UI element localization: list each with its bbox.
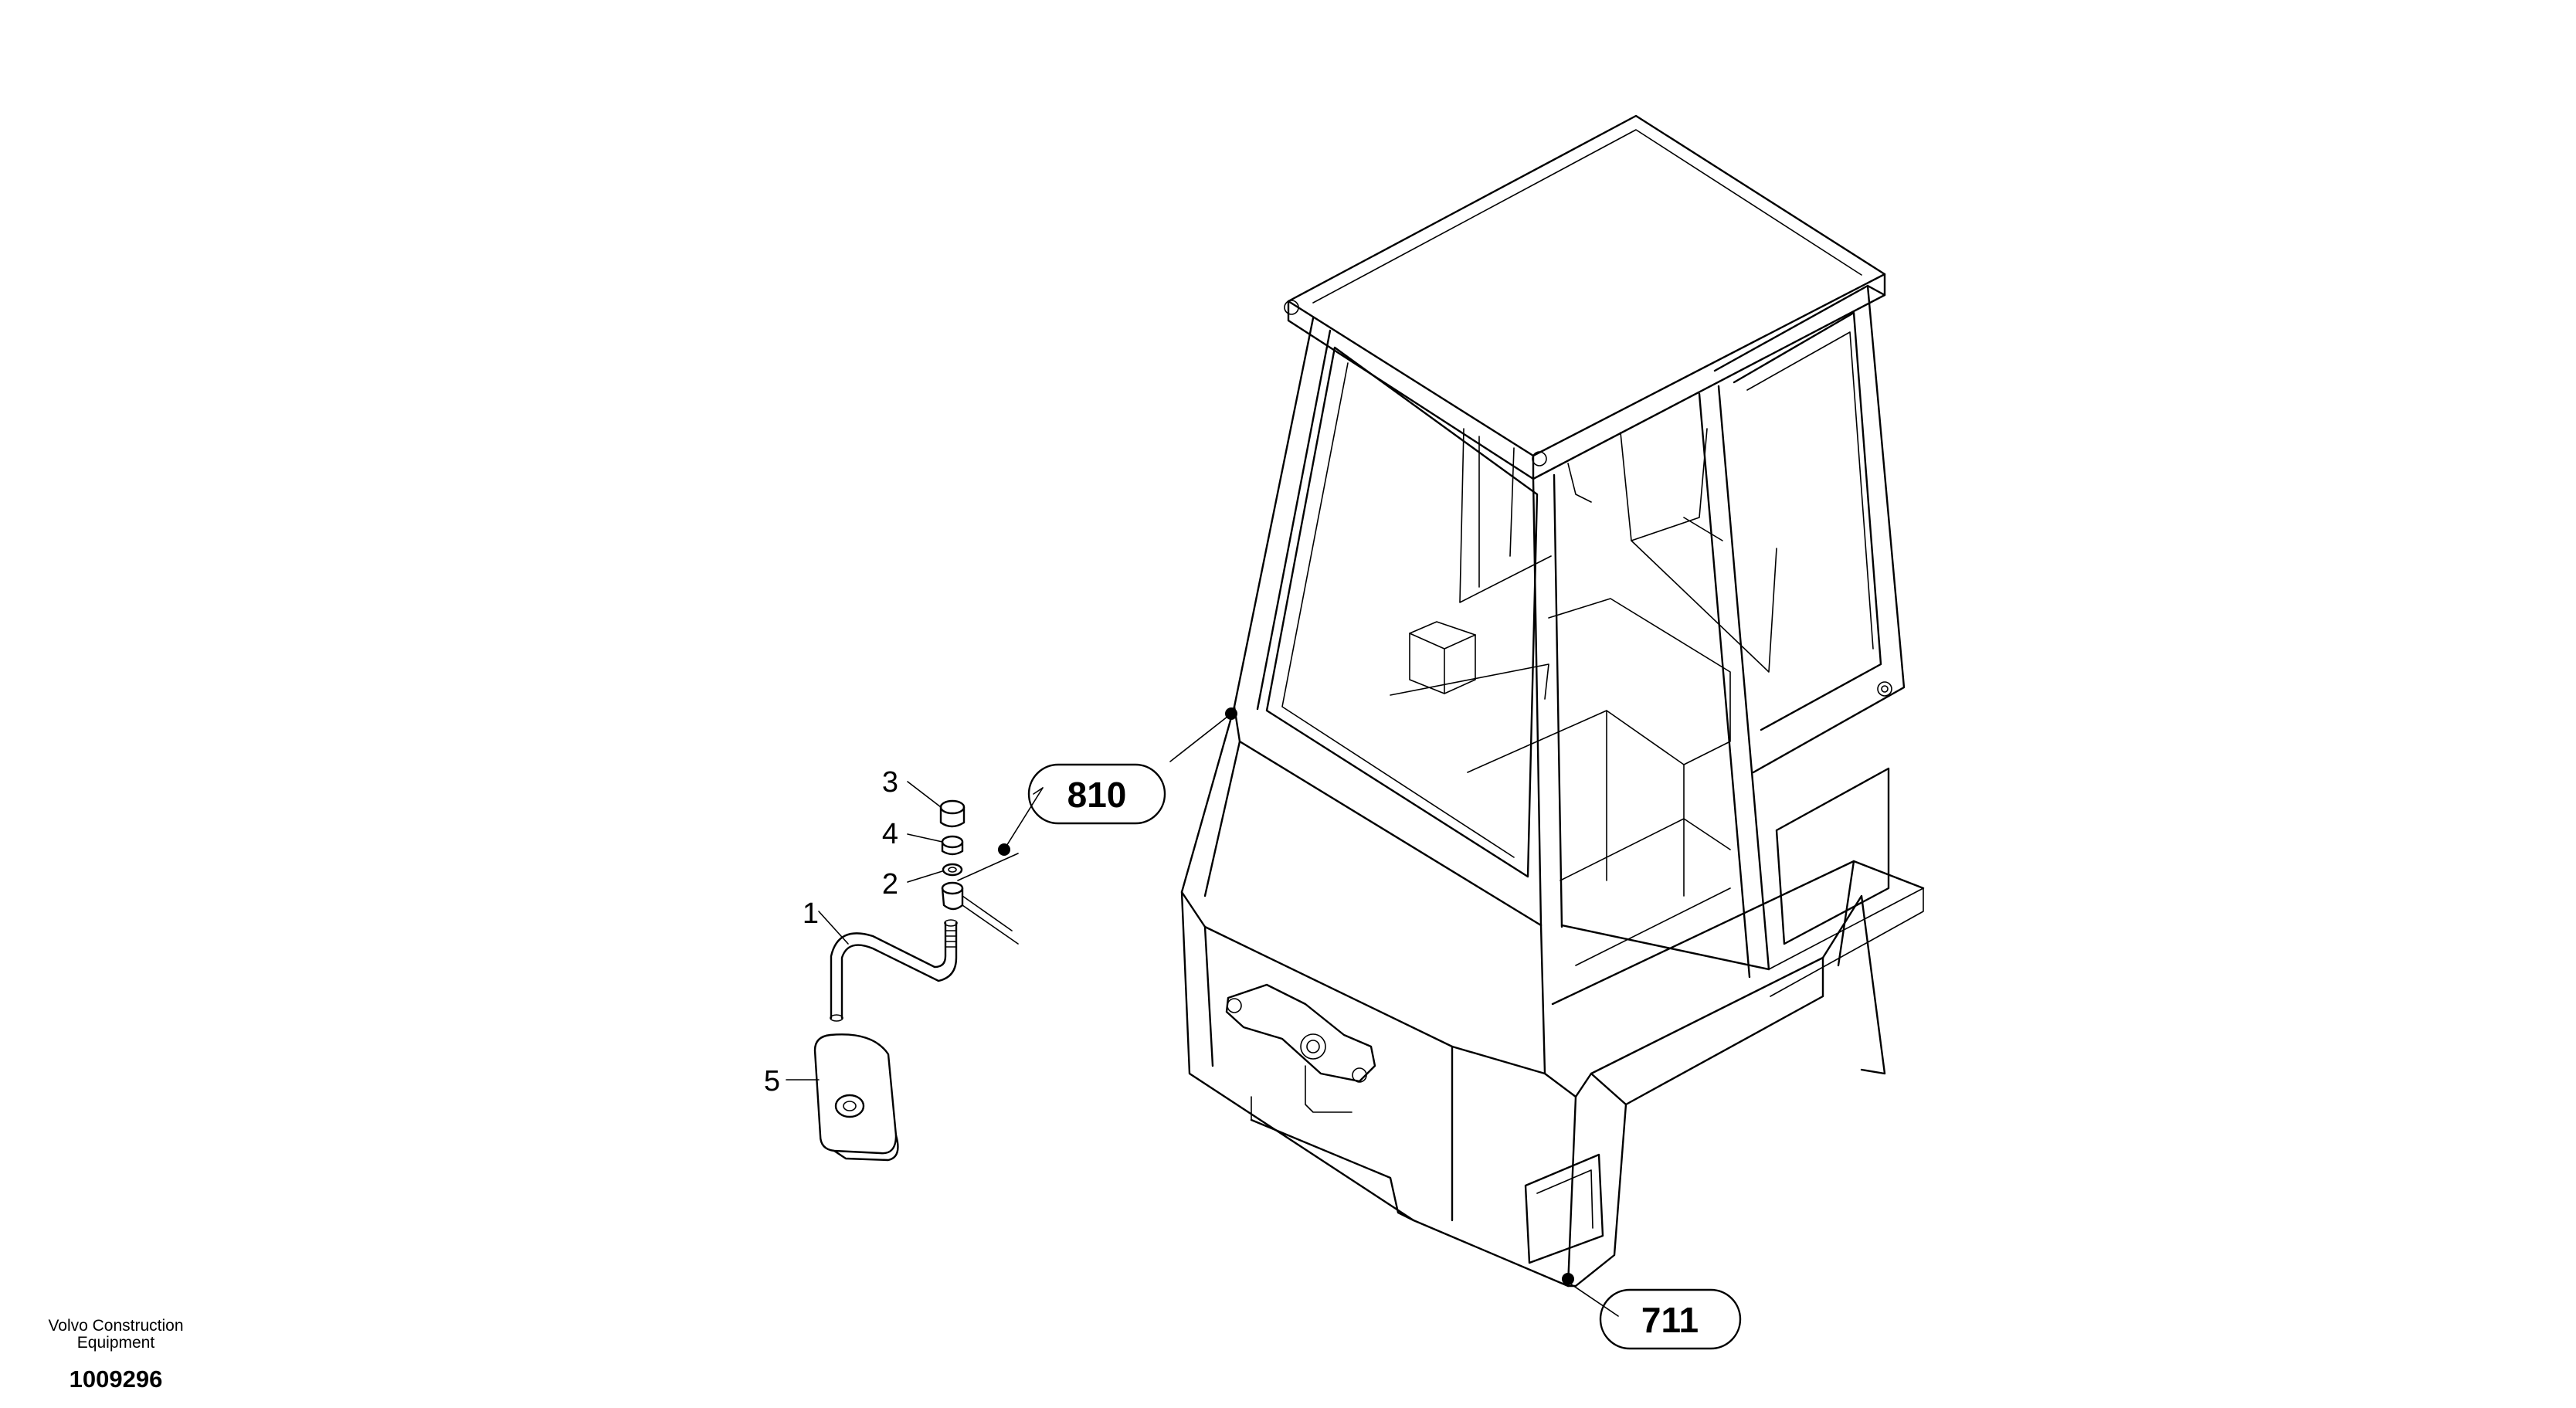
washer-part (942, 863, 963, 877)
document-number: 1009296 (69, 1366, 163, 1393)
part-number-2: 2 (882, 868, 898, 901)
callout-bubble-711 (1599, 1288, 1742, 1350)
part-number-4: 4 (882, 818, 898, 850)
part-number-5: 5 (764, 1065, 780, 1098)
callout-bubble-810 (1027, 763, 1166, 825)
brand-credit: Volvo Construction Equipment (31, 1318, 201, 1352)
brand-line-2: Equipment (76, 1334, 155, 1352)
callout-label-711: 711 (1641, 1300, 1699, 1340)
mirror-assembly (813, 799, 1019, 1162)
part-number-3: 3 (882, 766, 898, 799)
callout-label-810: 810 (1067, 775, 1127, 815)
leader-lines (786, 713, 1619, 1317)
operator-cab (1180, 114, 1925, 1288)
callout-711: 711 (1562, 1273, 1742, 1350)
callout-810: 810 (998, 707, 1237, 856)
mirror-head-part (813, 1033, 899, 1162)
hex-nut-part (941, 835, 964, 856)
cap-nut-part (939, 799, 966, 828)
mount-bracket (941, 853, 1019, 945)
part-number-1: 1 (803, 897, 819, 930)
mirror-arm-part (830, 919, 958, 1022)
brand-line-1: Volvo Construction (48, 1317, 184, 1335)
part-numbers: 3 4 2 1 5 (764, 766, 898, 1098)
